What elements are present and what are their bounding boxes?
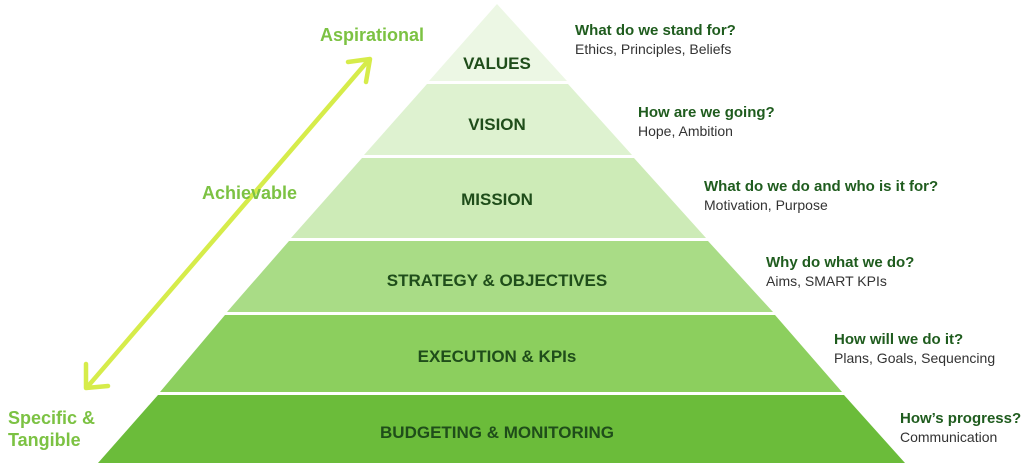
annotation-budgeting: How’s progress? Communication — [900, 409, 1021, 446]
annotation-mission: What do we do and who is it for? Motivat… — [704, 177, 938, 214]
annotation-vision: How are we going? Hope, Ambition — [638, 103, 775, 140]
tier-execution — [160, 315, 842, 392]
annotation-detail: Plans, Goals, Sequencing — [834, 350, 996, 366]
tier-strategy — [227, 241, 773, 312]
annotation-question: How will we do it? — [834, 331, 964, 348]
tier-mission — [291, 158, 706, 238]
annotation-question: What do we do and who is it for? — [704, 178, 939, 195]
scale-arrow-head-bottom — [83, 361, 111, 391]
scale-arrow — [83, 56, 373, 391]
tier-values — [429, 4, 567, 81]
tier-label-strategy: STRATEGY & OBJECTIVES — [387, 271, 607, 290]
scale-label-tangible: Tangible — [8, 430, 81, 450]
scale-arrow-head-top — [345, 56, 373, 85]
annotation-question: What do we stand for? — [575, 22, 736, 39]
annotation-detail: Communication — [900, 429, 998, 445]
tier-vision — [364, 84, 632, 155]
annotation-execution: How will we do it? Plans, Goals, Sequenc… — [834, 330, 995, 367]
annotation-values: What do we stand for? Ethics, Principles… — [575, 21, 736, 58]
scale-arrow-shaft — [86, 59, 370, 388]
scale-label-specific-tangible: Specific & Tangible — [8, 407, 95, 451]
tier-label-budgeting: BUDGETING & MONITORING — [380, 423, 614, 442]
annotation-detail: Aims, SMART KPIs — [766, 273, 887, 289]
annotation-question: Why do what we do? — [766, 254, 915, 271]
annotation-detail: Motivation, Purpose — [704, 197, 828, 213]
tier-label-values: VALUES — [463, 54, 531, 73]
annotation-question: How are we going? — [638, 104, 775, 121]
tier-budgeting — [98, 395, 905, 463]
scale-label-achievable: Achievable — [202, 183, 298, 203]
annotation-question: How’s progress? — [900, 410, 1022, 427]
tier-label-vision: VISION — [468, 115, 526, 134]
annotation-detail: Hope, Ambition — [638, 123, 733, 139]
tier-label-mission: MISSION — [461, 190, 533, 209]
annotation-strategy: Why do what we do? Aims, SMART KPIs — [766, 253, 914, 290]
tier-label-execution: EXECUTION & KPIs — [418, 347, 577, 366]
scale-label-specific: Specific & — [8, 408, 96, 428]
scale-label-aspirational: Aspirational — [320, 25, 425, 45]
annotation-detail: Ethics, Principles, Beliefs — [575, 41, 732, 57]
